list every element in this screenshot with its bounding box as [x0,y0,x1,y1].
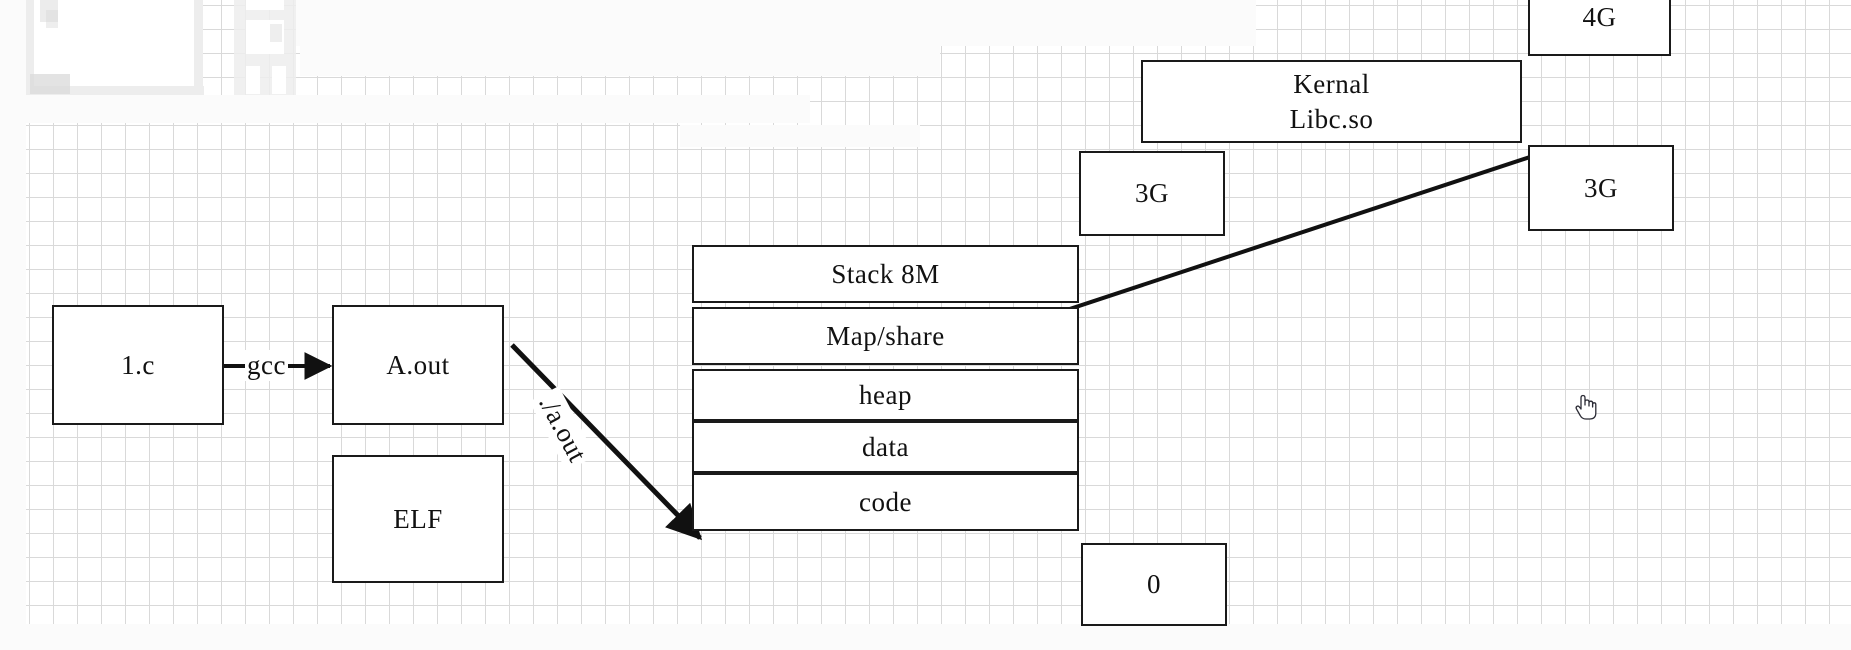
ghost-toolbar-frame [234,0,296,95]
box-executable[interactable]: A.out [332,305,504,425]
ghost-panel-corner [30,74,70,94]
marker-zero-bottom[interactable]: 0 [1081,543,1227,626]
ghost-toolbar-inner-top [246,0,284,10]
segment-map-share[interactable]: Map/share [692,307,1079,365]
ghost-panel-body [34,0,194,92]
pointing-hand-cursor [1575,394,1597,420]
ghost-haze-band-6 [0,624,1851,650]
ghost-swatch-a [40,0,58,22]
edge-label-gcc: gcc [245,350,288,381]
box-source-file[interactable]: 1.c [52,305,224,425]
ghost-haze-band-2 [300,46,940,76]
ghost-haze-band-5 [0,0,26,650]
ghost-haze-band-1 [296,0,1256,46]
ghost-panel-edge-left [24,0,34,95]
ghost-haze-band-4 [680,125,920,147]
edge-run-line [510,343,703,541]
ghost-toolbar-swatch [270,24,282,42]
edge-label-run: ./a.out [529,386,596,472]
ghost-haze-band-3 [20,95,810,123]
marker-3g-right[interactable]: 3G [1528,145,1674,231]
ghost-swatch-b [46,10,58,28]
segment-data[interactable]: data [692,421,1079,473]
ghost-toolbar-inner-mid [246,20,284,54]
marker-3g-left[interactable]: 3G [1079,151,1225,236]
segment-stack[interactable]: Stack 8M [692,245,1079,303]
box-kernel-libc[interactable]: Kernal Libc.so [1141,60,1522,143]
ghost-toolbar-inner-bottom [246,66,260,94]
box-elf-format[interactable]: ELF [332,455,504,583]
ghost-panel-edge-right [194,0,203,95]
segment-heap[interactable]: heap [692,369,1079,421]
ghost-toolbar-inner-bottom2 [272,66,286,94]
ghost-panel-edge-bottom [24,86,204,95]
marker-4g-top[interactable]: 4G [1528,0,1671,56]
segment-code[interactable]: code [692,473,1079,531]
